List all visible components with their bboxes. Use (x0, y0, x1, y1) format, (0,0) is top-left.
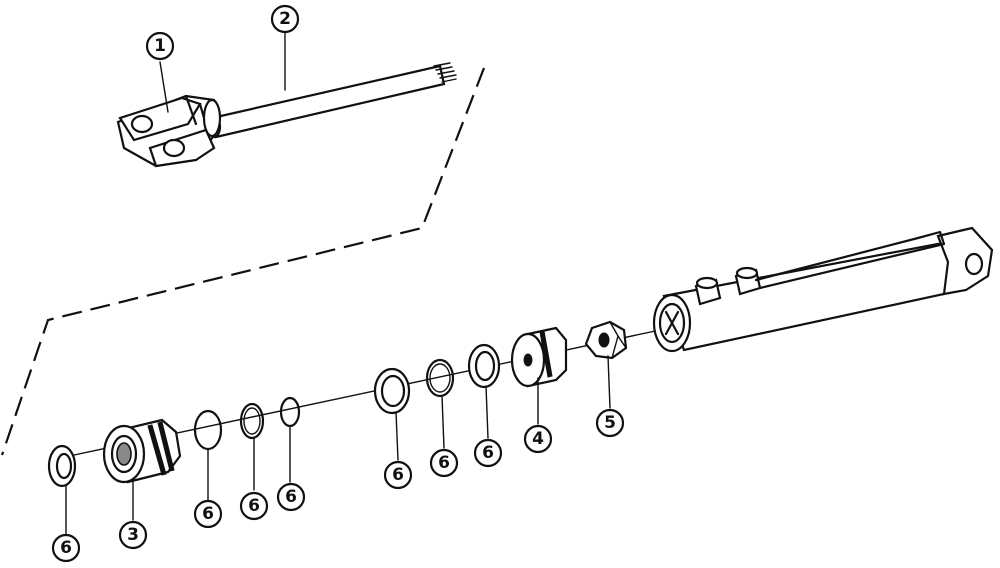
callout-6-seal-6: 6 (429, 448, 459, 478)
callout-2: 2 (270, 4, 300, 34)
assembly-dashed-line (0, 67, 486, 456)
callout-4-label: 4 (532, 429, 544, 449)
callout-6-seal-5-label: 6 (392, 465, 404, 485)
seal-ring-4 (279, 396, 301, 428)
callout-5-label: 5 (604, 413, 616, 433)
piston (510, 326, 568, 388)
callout-4: 4 (523, 424, 553, 454)
callout-6-seal-7-label: 6 (482, 443, 494, 463)
callout-6-seal-5: 6 (383, 460, 413, 490)
seal-ring-5 (373, 367, 411, 415)
callout-6-seal-1: 6 (51, 533, 81, 563)
piston-rod (206, 62, 457, 139)
seal-ring-3 (239, 402, 265, 440)
seal-ring-6 (425, 358, 455, 398)
leader-lines (65, 31, 611, 535)
cylinder-barrel (652, 226, 994, 353)
callout-6-seal-3: 6 (239, 491, 269, 521)
callout-2-label: 2 (279, 9, 291, 29)
seal-ring-2 (193, 409, 223, 451)
callout-6-seal-4-label: 6 (285, 487, 297, 507)
gland (102, 418, 182, 484)
callout-6-seal-6-label: 6 (438, 453, 450, 473)
callout-1-label: 1 (154, 36, 166, 56)
seal-ring-7 (467, 343, 501, 389)
callout-6-seal-2-label: 6 (202, 504, 214, 524)
callout-5: 5 (595, 408, 625, 438)
callout-6-seal-4: 6 (276, 482, 306, 512)
callout-3-label: 3 (127, 525, 139, 545)
callout-6-seal-7: 6 (473, 438, 503, 468)
callout-6-seal-3-label: 6 (248, 496, 260, 516)
seal-ring-1 (47, 444, 77, 488)
callout-6-seal-1-label: 6 (60, 538, 72, 558)
callout-3: 3 (118, 520, 148, 550)
hex-nut (584, 320, 628, 360)
callout-1: 1 (145, 31, 175, 61)
callout-6-seal-2: 6 (193, 499, 223, 529)
clevis (116, 94, 222, 168)
